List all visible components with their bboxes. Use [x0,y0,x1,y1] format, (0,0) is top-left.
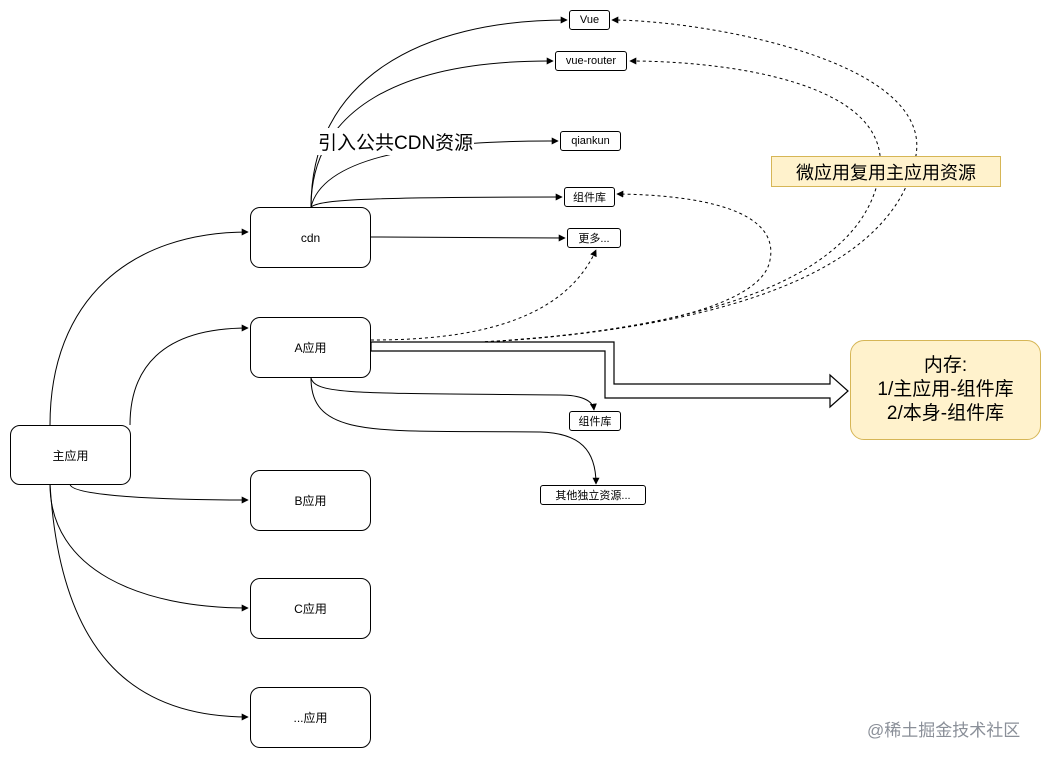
edge-main-to-c [49,483,249,612]
memory-title: 内存: [923,355,968,376]
vue-node[interactable]: Vue [569,10,610,30]
other-resources-node[interactable]: 其他独立资源... [540,485,646,505]
edge-a-reuse-components [370,190,772,346]
memory-line-2: 2/本身-组件库 [886,403,1005,424]
edge-main-to-a [129,324,249,426]
qiankun-node[interactable]: qiankun [560,131,621,151]
edge-cdn-to-components [310,193,563,208]
edge-main-to-b [69,483,249,504]
app-b-node[interactable]: B应用 [250,470,371,531]
edge-a-reuse-more [370,249,597,341]
cdn-components-node[interactable]: 组件库 [564,187,615,207]
edge-main-to-more [49,483,249,721]
edge-cdn-to-qiankun [310,137,559,208]
edge-a-reuse-vue-router [370,57,881,346]
edge-cdn-to-more [370,234,566,242]
cdn-node[interactable]: cdn [250,207,371,268]
edge-cdn-to-vue-router [310,57,554,208]
vue-router-node[interactable]: vue-router [555,51,627,71]
app-more-node[interactable]: ...应用 [250,687,371,748]
reuse-note: 微应用复用主应用资源 [771,156,1001,187]
memory-line-1: 1/主应用-组件库 [877,379,1014,400]
app-a-node[interactable]: A应用 [250,317,371,378]
more-resources-node[interactable]: 更多... [567,228,621,248]
memory-arrow [370,341,849,409]
app-c-node[interactable]: C应用 [250,578,371,639]
edge-cdn-to-vue [310,16,568,208]
edge-a-to-other [310,377,600,485]
edge-main-to-cdn [49,228,249,426]
memory-box: 内存: 1/主应用-组件库 2/本身-组件库 [850,340,1041,440]
cdn-import-label: 引入公共CDN资源 [317,128,475,155]
a-components-node[interactable]: 组件库 [569,411,621,431]
edge-a-to-components [310,377,597,411]
main-app-node[interactable]: 主应用 [10,425,131,485]
watermark: @稀土掘金技术社区 [867,721,1021,740]
